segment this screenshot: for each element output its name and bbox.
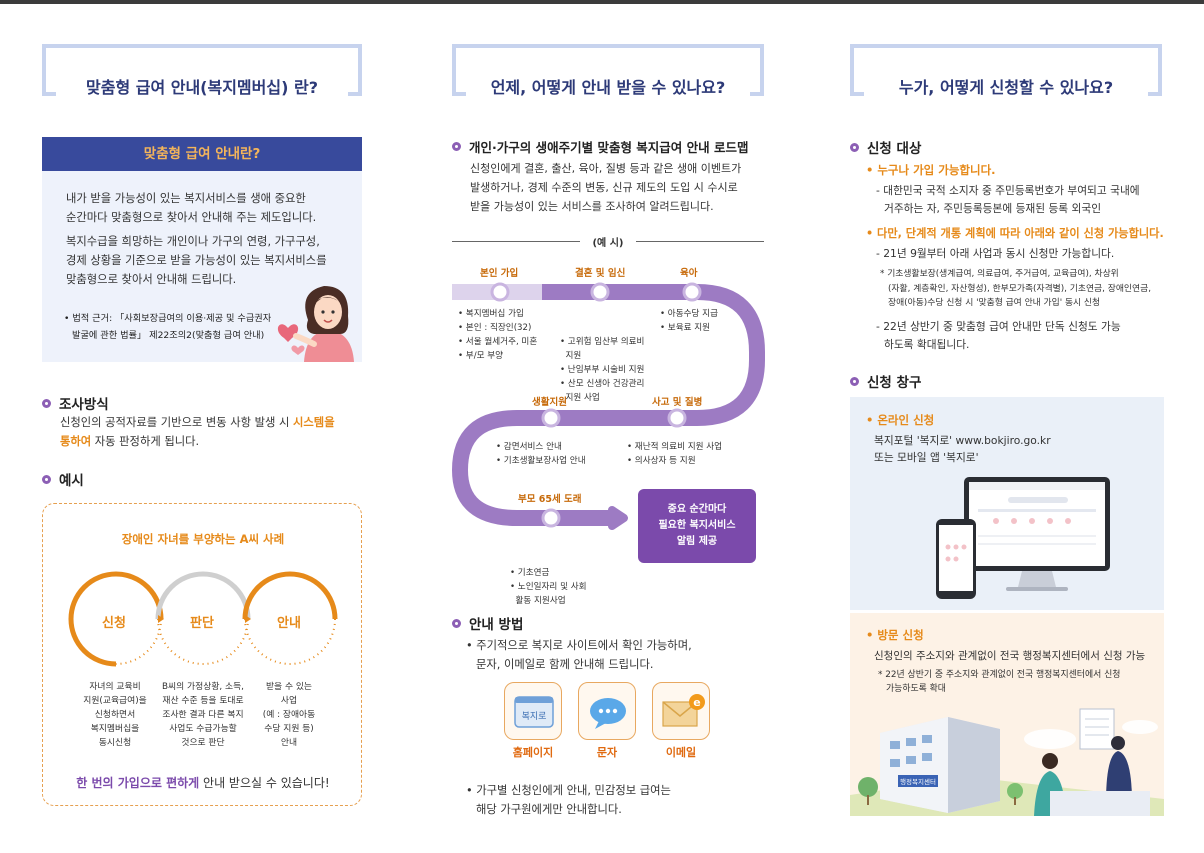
step-apply: 신청: [102, 616, 126, 631]
top-border: [0, 0, 1204, 4]
application-window-heading: 신청 창구: [850, 371, 921, 391]
section-header-intro: 맞춤형 급여 안내(복지멤버십) 란?: [42, 44, 362, 97]
stage-parent-items: • 기초연금• 노인일자리 및 사회 활동 지원사업: [510, 568, 587, 606]
online-application-text: 복지포털 '복지로' www.bokjiro.go.kr 또는 모바일 앱 '복…: [874, 434, 1051, 464]
survey-method-heading: 조사방식: [42, 393, 109, 413]
channel-email-label: 이메일: [665, 746, 697, 759]
stage-accident: 사고 및 질병: [652, 397, 703, 408]
online-application-box: • 온라인 신청 복지포털 '복지로' www.bokjiro.go.kr 또는…: [850, 397, 1164, 610]
visit-application-text: 신청인의 주소지와 관계없이 전국 행정복지센터에서 신청 가능: [874, 650, 1146, 662]
stage-childcare: 육아: [680, 268, 698, 279]
stage-join-items: • 복지멤버십 가입• 본인 : 직장인(32)• 서울 월세거주, 미혼• 부…: [458, 309, 538, 361]
woman-heart-illustration: [277, 286, 354, 362]
lifecycle-roadmap: 본인 가입 결혼 및 임신 육아 생활지원 사고 및 질병 부모 65세 도래 …: [452, 230, 770, 606]
survey-method-text: 신청인의 공적자료를 기반으로 변동 사항 발생 시 시스템을 통하여 자동 판…: [60, 416, 335, 448]
example-heading: 예시: [42, 469, 84, 489]
channel-sms-label: 문자: [596, 746, 618, 759]
legal-basis: • 법적 근거: 「사회보장급여의 이용·제공 및 수급권자 발굴에 관한 법률…: [64, 313, 272, 341]
section-title: 맞춤형 급여 안내(복지멤버십) 란?: [86, 78, 318, 97]
section-header-who: 누가, 어떻게 신청할 수 있나요?: [850, 44, 1162, 97]
definition-paragraph-2: 복지수급을 희망하는 개인이나 가구의 연령, 가구구성, 경제 상황을 기준으…: [66, 235, 327, 286]
homepage-channel-icon: 복지로: [504, 682, 562, 740]
eligibility-expansion: - 22년 상반기 중 맞춤형 급여 안내만 단독 신청도 가능 하도록 확대됩…: [876, 320, 1121, 351]
eligibility-anyone-detail: - 대한민국 국적 소지자 중 주민등록번호가 부여되고 국내에 거주하는 자,…: [876, 184, 1140, 215]
eligibility-phased: • 다만, 단계적 개통 계획에 따라 아래와 같이 신청 가능합니다.: [866, 227, 1164, 240]
visit-application-note: * 22년 상반기 중 주소지와 관계없이 전국 행정복지센터에서 신청 가능하…: [878, 670, 1121, 694]
guide-method-heading: 안내 방법: [452, 613, 523, 633]
step-judge: 판단: [190, 616, 214, 631]
stage-living-items: • 감면서비스 안내• 기초생활보장사업 안내: [496, 442, 586, 466]
column-who-how: 누가, 어떻게 신청할 수 있나요? 신청 대상 • 누구나 가입 가능합니다.…: [850, 0, 1164, 853]
stage-accident-items: • 재난적 의료비 지원 사업• 의사상자 등 지원: [627, 442, 723, 466]
roadmap-path-graphic: [452, 282, 765, 530]
stage-living: 생활지원: [532, 397, 567, 408]
roadmap-intro: 신청인에게 결혼, 출산, 육아, 질병 등과 같은 생애 이벤트가 발생하거나…: [470, 162, 742, 213]
bullet-circle-icon: [42, 399, 51, 408]
column-intro: 맞춤형 급여 안내(복지멤버십) 란? 맞춤형 급여 안내란? 내가 받을 가능…: [42, 0, 364, 853]
monitor-phone-illustration: [936, 477, 1110, 599]
bullet-circle-icon: [452, 142, 461, 151]
eligibility-anyone: • 누구나 가입 가능합니다.: [866, 163, 996, 177]
eligibility-programs-note: * 기초생활보장(생계급여, 의료급여, 주거급여, 교육급여), 차상위 (자…: [880, 269, 1152, 308]
bullet-circle-icon: [850, 377, 859, 386]
bullet-circle-icon: [42, 475, 51, 484]
definition-title: 맞춤형 급여 안내란?: [42, 137, 362, 171]
example-label: (예 시): [580, 234, 636, 249]
section-title: 언제, 어떻게 안내 받을 수 있나요?: [490, 78, 726, 97]
guide-method-text: • 주기적으로 복지로 사이트에서 확인 가능하며, 문자, 이메일로 함께 안…: [466, 639, 692, 671]
online-application-heading: • 온라인 신청: [866, 413, 935, 427]
section-title: 누가, 어떻게 신청할 수 있나요?: [898, 78, 1114, 97]
bullet-circle-icon: [452, 619, 461, 628]
stage-join: 본인 가입: [480, 268, 519, 279]
svg-text:행정복지센터: 행정복지센터: [900, 777, 936, 786]
visit-application-box: • 방문 신청 신청인의 주소지와 관계없이 전국 행정복지센터에서 신청 가능…: [850, 613, 1164, 816]
eligibility-phased-sept: - 21년 9월부터 아래 사업과 동시 신청만 가능합니다.: [876, 247, 1115, 260]
step-notify: 안내: [277, 616, 301, 631]
eligibility-heading: 신청 대상: [850, 137, 921, 157]
svg-text:복지로: 복지로: [522, 711, 547, 722]
column-when-how: 언제, 어떻게 안내 받을 수 있나요? 개인·가구의 생애주기별 맞춤형 복지…: [452, 0, 770, 853]
stage-marriage: 결혼 및 임신: [575, 268, 626, 279]
stage-childcare-items: • 아동수당 지급• 보육료 지원: [660, 309, 718, 333]
svg-text:e: e: [693, 696, 700, 709]
stage-marriage-items: • 고위험 임산부 의료비 지원• 난임부부 시술비 지원• 산모 신생아 건강…: [560, 337, 645, 403]
community-center-illustration: 행정복지센터: [850, 708, 1164, 816]
stage-parent-65: 부모 65세 도래: [518, 494, 582, 505]
case-title: 장애인 자녀를 부양하는 A씨 사례: [121, 532, 285, 546]
email-channel-icon: e: [652, 682, 710, 740]
channel-homepage-label: 홈페이지: [512, 746, 554, 759]
definition-box: 맞춤형 급여 안내란? 내가 받을 가능성이 있는 복지서비스를 생애 중요한 …: [42, 137, 362, 362]
visit-application-heading: • 방문 신청: [866, 628, 924, 642]
roadmap-heading: 개인·가구의 생애주기별 맞춤형 복지급여 안내 로드맵: [452, 137, 749, 156]
definition-paragraph-1: 내가 받을 가능성이 있는 복지서비스를 생애 중요한 순간마다 맞춤형으로 찾…: [66, 192, 317, 224]
guide-notice-text: • 가구별 신청인에게 안내, 민감정보 급여는 해당 가구원에게만 안내합니다…: [466, 784, 671, 816]
example-conclusion: 한 번의 가입으로 편하게 안내 받으실 수 있습니다!: [76, 776, 330, 790]
section-header-when: 언제, 어떻게 안내 받을 수 있나요?: [452, 44, 764, 97]
process-steps-diagram: [68, 571, 338, 667]
text-message-channel-icon: [578, 682, 636, 740]
bullet-circle-icon: [850, 143, 859, 152]
